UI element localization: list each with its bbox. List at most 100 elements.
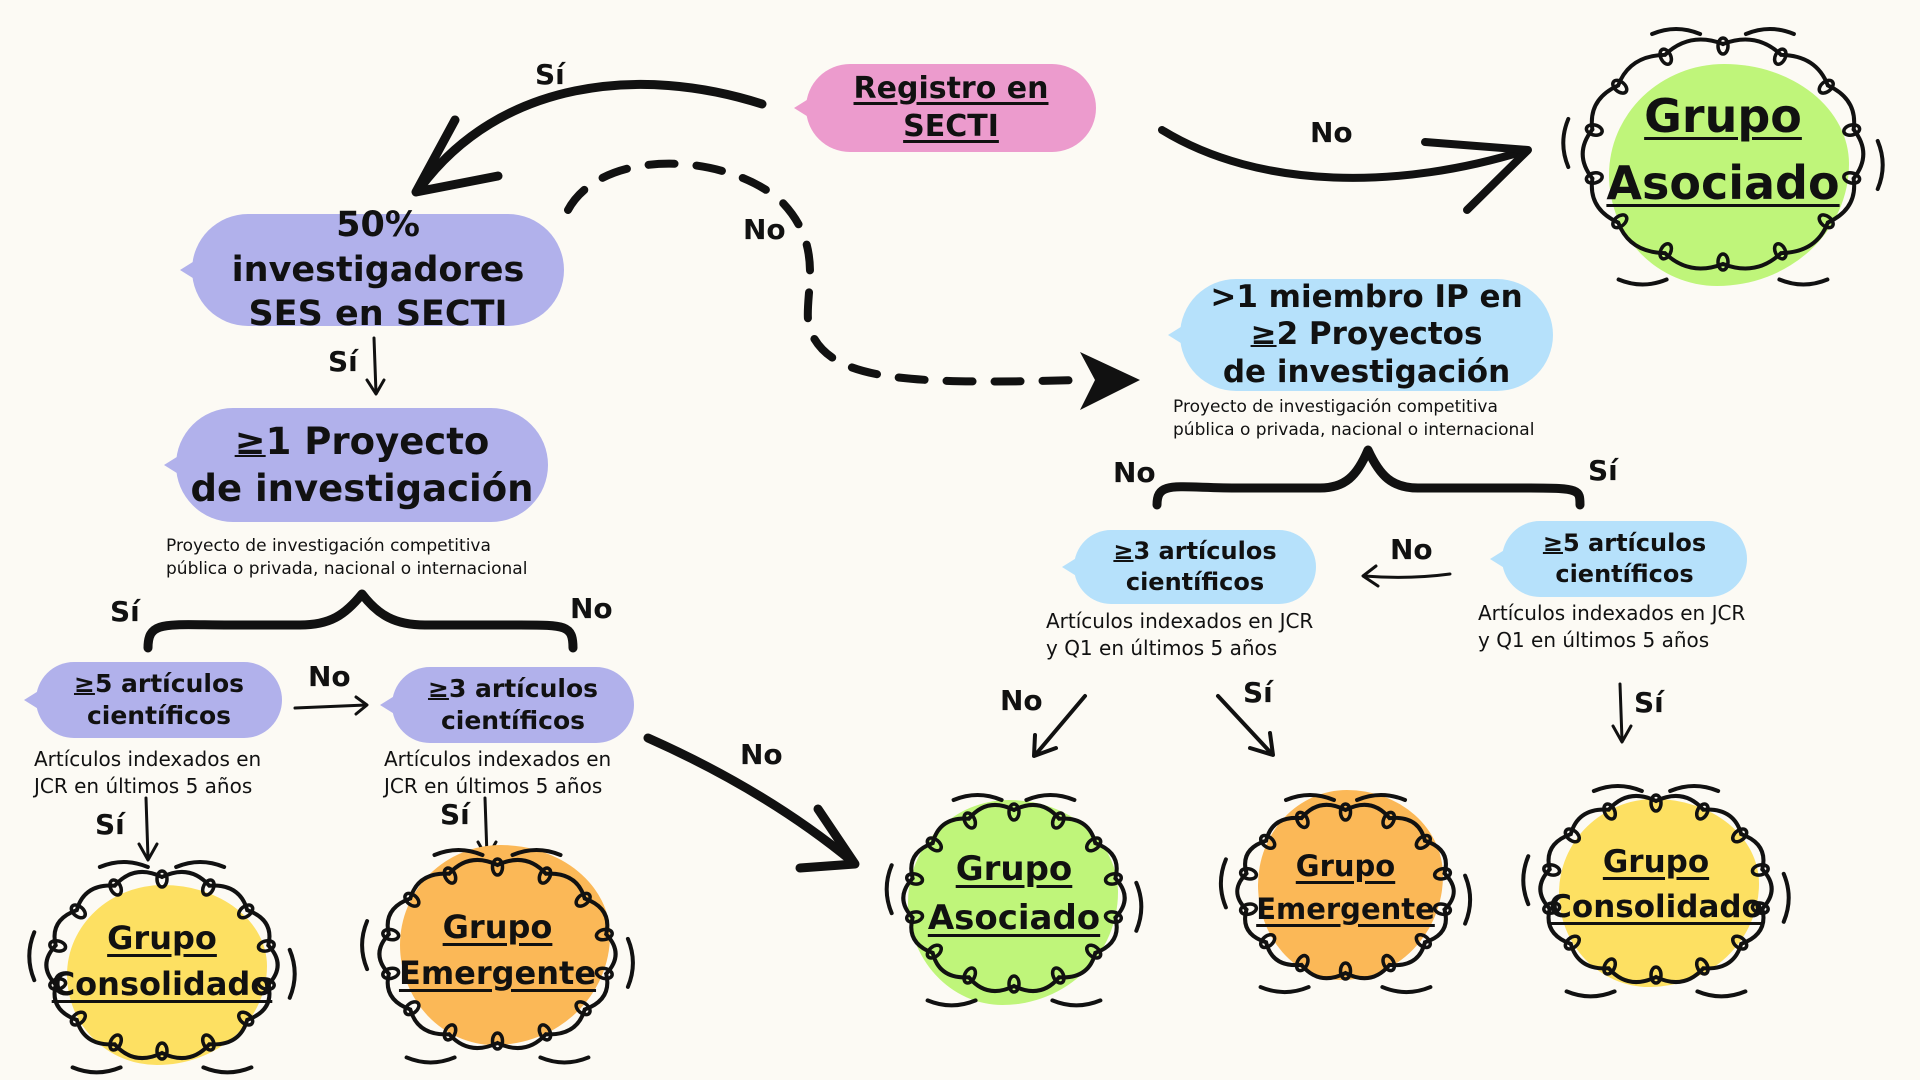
node-left-art5-line2: científicos [86, 701, 232, 730]
arrow-right-art3-to-asociado-head [1032, 733, 1058, 758]
result-right-asociado-line2: Asociado [927, 898, 1101, 938]
node-right-3-articulos: ≥3 artículos científicos [1062, 530, 1316, 604]
note-right-art5: Artículos indexados en JCR y Q1 en últim… [1478, 600, 1745, 654]
arrow-right-art5-to-consolidado [1618, 682, 1624, 742]
node-miembro-line3: de investigación [1222, 353, 1511, 390]
note-right-art3-line1: Artículos indexados en JCR [1046, 609, 1314, 633]
cloud-outline-icon [1521, 784, 1791, 999]
brace-right [1152, 445, 1585, 510]
node-left-art3-line2: científicos [440, 706, 586, 735]
note-proyecto-left-line1: Proyecto de investigación competitiva [166, 536, 491, 556]
node-50-investigadores-ses: 50% investigadores SES en SECTI [180, 205, 564, 334]
result-left-consolidado-line1: Grupo [107, 918, 217, 957]
cloud-outline-icon [1218, 793, 1473, 995]
node-ses-line2: SES en SECTI [248, 294, 508, 335]
brace-left [143, 589, 578, 653]
label-start-yes: Sí [535, 58, 565, 91]
dashed-arrow-ses-to-miembro [564, 159, 1084, 386]
start-node-line2: SECTI [903, 109, 999, 144]
node-right-art3-line1: ≥3 artículos [1113, 536, 1276, 567]
label-proyecto-no: No [570, 592, 613, 625]
label-start-no: No [1310, 116, 1353, 149]
node-proyecto-line1-text: 1 Proyecto [265, 419, 490, 463]
dashed-arrow-head [1080, 352, 1140, 410]
node-left-3-articulos: ≥3 artículos científicos [380, 667, 634, 743]
cloud-outline-icon [884, 793, 1144, 1008]
result-right-consolidado-line2: Consolidado [1549, 889, 1763, 925]
node-left-art3-line1-text: 3 artículos [448, 674, 598, 703]
note-miembro-right: Proyecto de investigación competitiva pú… [1173, 396, 1534, 442]
result-left-emergente-line1: Grupo [442, 907, 553, 946]
node-left-5-articulos: ≥5 artículos científicos [24, 662, 282, 738]
label-miembro-yes: Sí [1588, 454, 1618, 487]
label-left-art3-yes: Sí [440, 798, 470, 831]
result-left-grupo-consolidado: Grupo Consolidado [27, 857, 297, 1075]
arrow-ses-to-proyecto-head [365, 378, 386, 396]
node-right-art3-line2: científicos [1125, 568, 1265, 596]
arrow-right-art5-to-art3-head [1361, 564, 1380, 588]
arrow-registro-to-ses [415, 79, 767, 193]
node-right-5-articulos: ≥5 artículos científicos [1490, 521, 1747, 597]
label-right-art3-no: No [1000, 684, 1043, 717]
gte-symbol: ≥ [1113, 537, 1134, 566]
arrow-right-art3-to-asociado [1034, 694, 1087, 756]
result-left-emergente-line2: Emergente [398, 954, 597, 992]
label-proyecto-yes: Sí [110, 595, 140, 628]
node-proyecto-investigacion: ≥1 Proyecto de investigación [164, 408, 548, 522]
node-left-art5-line1: ≥5 artículos [74, 668, 244, 700]
label-left-art3-no: No [740, 738, 783, 771]
result-right-grupo-asociado: Grupo Asociado [884, 790, 1144, 1008]
arrow-right-art3-to-emergente-head [1248, 731, 1275, 757]
arrow-right-art5-to-art3 [1362, 572, 1452, 579]
gte-symbol: ≥ [234, 419, 266, 463]
arrow-registro-to-asociado-head [1421, 138, 1532, 214]
note-miembro-line1: Proyecto de investigación competitiva [1173, 397, 1498, 417]
node-proyecto-line2: de investigación [190, 467, 534, 510]
arrow-left-art5-to-art3-head [354, 695, 369, 716]
label-left-art5-no: No [308, 660, 351, 693]
note-right-art3: Artículos indexados en JCR y Q1 en últim… [1046, 608, 1313, 662]
gte-symbol: ≥ [1542, 529, 1563, 558]
note-left-art3: Artículos indexados en JCR en últimos 5 … [384, 746, 611, 800]
note-proyecto-left-line2: pública o privada, nacional o internacio… [166, 558, 528, 579]
node-miembro-ip-proyectos: >1 miembro IP en ≥2 Proyectos de investi… [1168, 279, 1553, 391]
cloud-outline-icon [1561, 27, 1885, 287]
note-miembro-line2: pública o privada, nacional o internacio… [1173, 419, 1535, 440]
result-right-grupo-consolidado: Grupo Consolidado [1521, 781, 1791, 999]
gte-symbol: ≥ [1250, 316, 1277, 353]
node-ses-line1: 50% investigadores [231, 204, 525, 290]
gte-symbol: ≥ [73, 669, 95, 698]
note-left-art5: Artículos indexados en JCR en últimos 5 … [34, 746, 261, 800]
label-ses-yes: Sí [328, 345, 358, 378]
node-left-art5-line1-text: 5 artículos [94, 669, 244, 698]
result-top-grupo-asociado: Grupo Asociado [1561, 24, 1885, 287]
note-left-art5-line1: Artículos indexados en [34, 747, 262, 771]
node-miembro-line1: >1 miembro IP en [1210, 279, 1523, 316]
node-right-art5-line1: ≥5 artículos [1543, 528, 1706, 559]
arrow-left-art3-to-asociado-head [795, 804, 860, 873]
label-right-art5-yes: Sí [1634, 686, 1664, 719]
node-proyecto-line1: ≥1 Proyecto [235, 418, 490, 465]
result-right-consolidado-line1: Grupo [1602, 844, 1710, 881]
result-right-emergente-line2: Emergente [1256, 891, 1435, 926]
note-right-art5-line2: y Q1 en últimos 5 años [1478, 628, 1710, 652]
start-node-registro-secti: Registro en SECTI [794, 64, 1096, 152]
node-right-art5-line2: científicos [1555, 560, 1694, 588]
note-left-art3-line2: JCR en últimos 5 años [384, 774, 603, 798]
node-miembro-line2-text: 2 Proyectos [1276, 316, 1483, 353]
arrow-left-art5-to-art3 [293, 703, 368, 710]
result-top-line1: Grupo [1644, 89, 1802, 144]
note-right-art3-line2: y Q1 en últimos 5 años [1046, 636, 1278, 660]
result-top-line2: Asociado [1606, 156, 1840, 210]
result-right-emergente-line1: Grupo [1295, 849, 1396, 884]
start-node-line1: Registro en [853, 70, 1049, 106]
result-left-consolidado-line2: Consolidado [51, 965, 273, 1003]
arrow-left-art5-to-consolidado [144, 796, 150, 860]
result-right-asociado-line1: Grupo [955, 848, 1073, 889]
label-ses-no: No [743, 213, 786, 246]
result-left-grupo-emergente: Grupo Emergente [360, 845, 635, 1065]
arrow-right-art5-to-consolidado-head [1611, 724, 1633, 744]
cloud-outline-icon [27, 860, 297, 1075]
label-right-art5-no: No [1390, 533, 1433, 566]
note-left-art3-line1: Artículos indexados en [384, 747, 612, 771]
